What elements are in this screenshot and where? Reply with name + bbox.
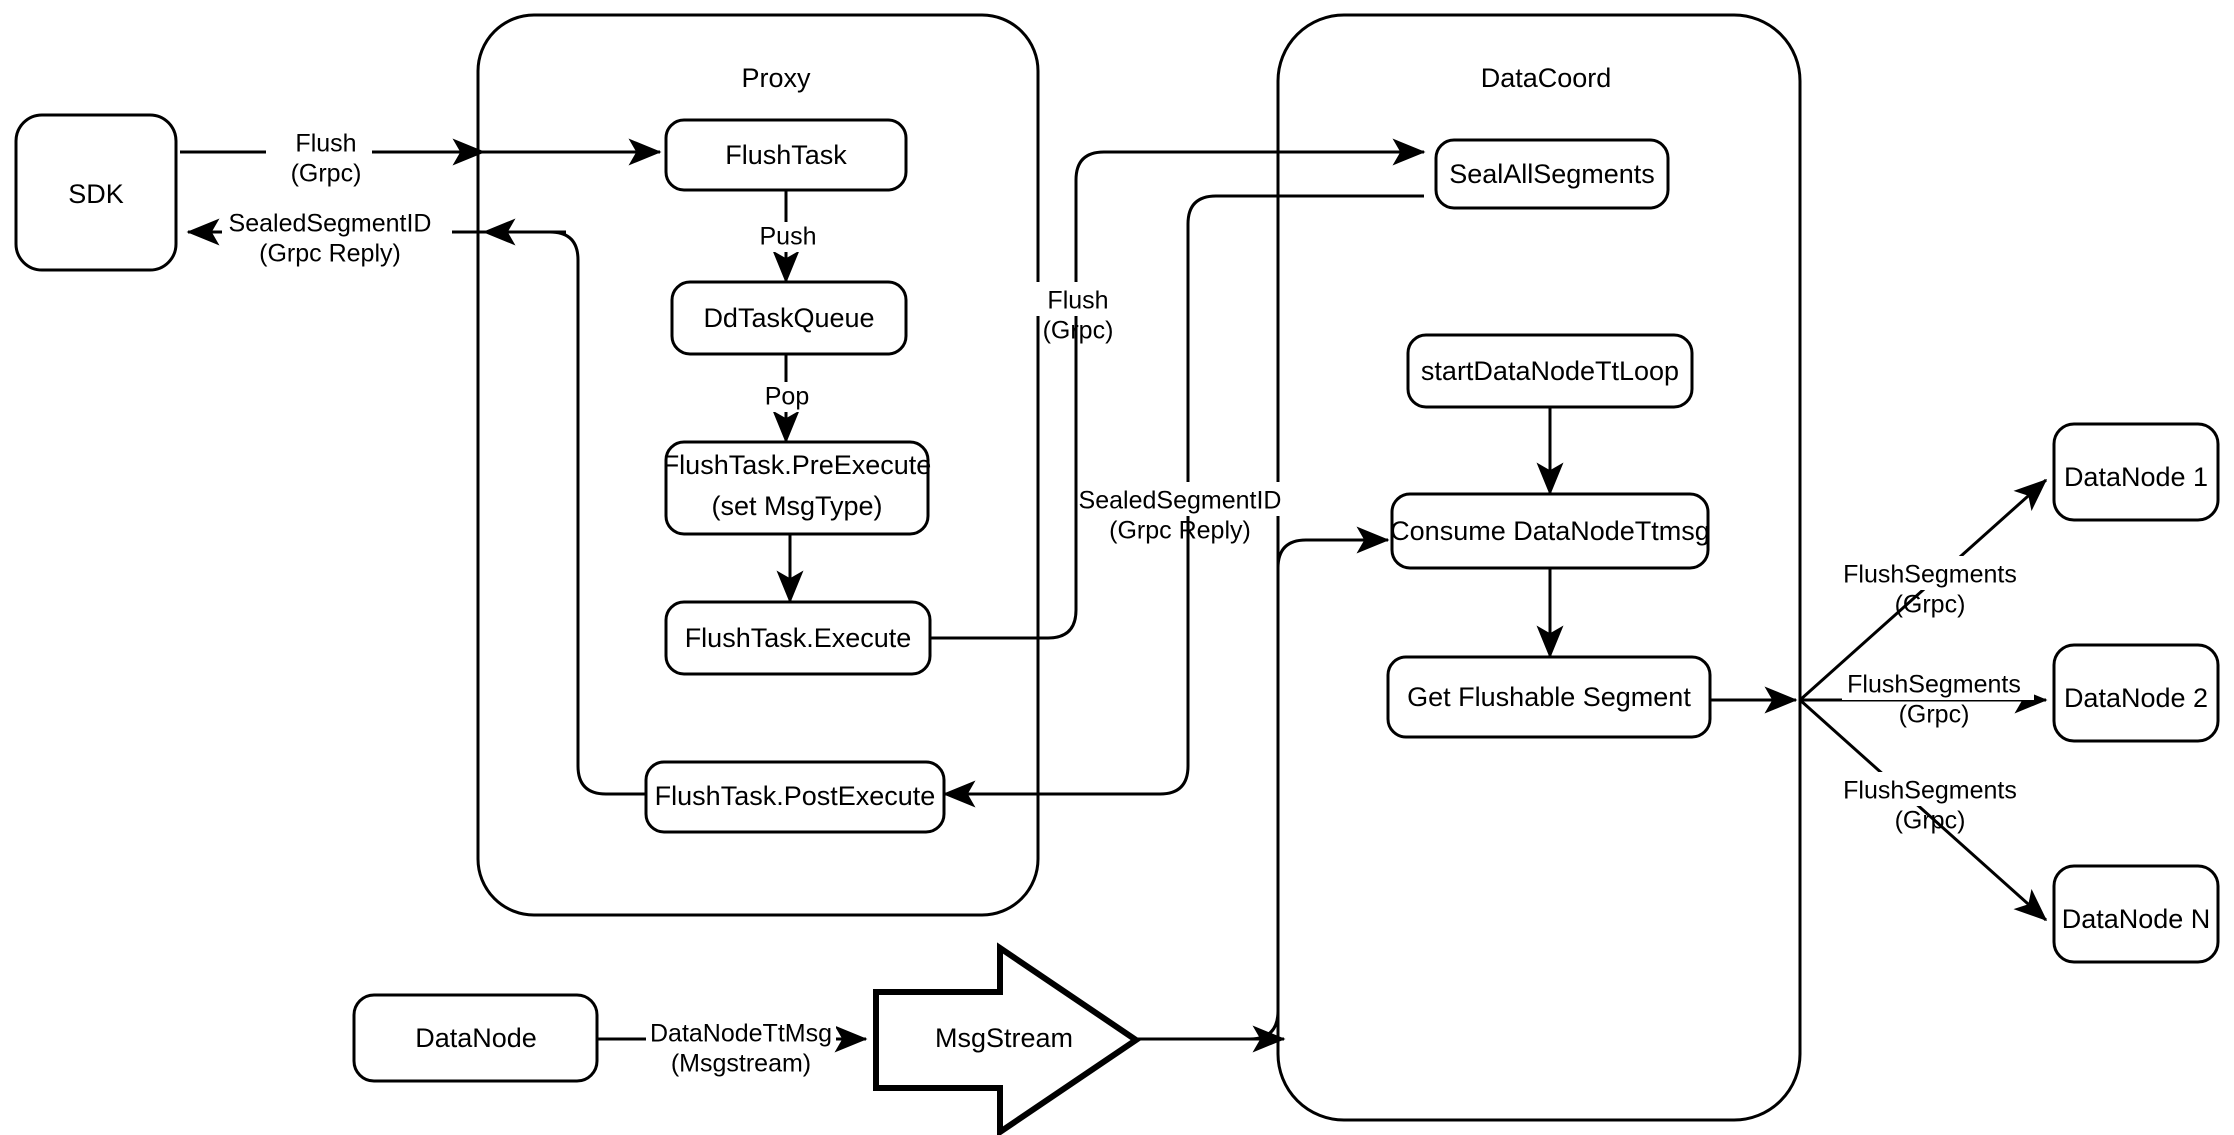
flushtask-preexecute-label-line1: FlushTask.PreExecute xyxy=(663,450,932,480)
datanodettmsg-label-line2: (Msgstream) xyxy=(671,1050,811,1078)
flushtask-postexecute-box[interactable] xyxy=(644,760,946,834)
flushsegments2-label-bg xyxy=(1842,666,2034,700)
flushtask-preexecute-box[interactable] xyxy=(664,440,930,536)
msgstream-label: MsgStream xyxy=(935,1023,1073,1053)
flushtask-preexecute-label-line2: (set MsgType) xyxy=(711,491,882,521)
edge-label-flushsegments-2: FlushSegments (Grpc) xyxy=(1842,666,2034,729)
datanode-bottom-label: DataNode xyxy=(415,1023,537,1053)
node-consume-datanode-ttmsg[interactable]: Consume DataNodeTtmsg xyxy=(1390,492,1710,570)
getflushablesegment-label: Get Flushable Segment xyxy=(1407,682,1691,712)
node-datanode-2[interactable]: DataNode 2 xyxy=(2052,643,2220,743)
sealedsegmentid-label-bg xyxy=(222,208,452,242)
node-datanode-n[interactable]: DataNode N xyxy=(2052,864,2220,964)
flush-label-line2: (Grpc) xyxy=(291,160,362,188)
node-flush-task-postexecute[interactable]: FlushTask.PostExecute xyxy=(644,760,946,834)
datanode-2-box[interactable] xyxy=(2052,643,2220,743)
edge-proxy-to-datacoord-flush xyxy=(930,138,1426,640)
edge-label-flushsegments-n: FlushSegments (Grpc) xyxy=(1838,772,2030,835)
push-label-bg xyxy=(752,222,824,252)
consume-datanodettmsg-label: Consume DataNodeTtmsg xyxy=(1390,516,1710,546)
edge-label-datanode-ttmsg: DataNodeTtMsg (Msgstream) xyxy=(646,1016,836,1078)
node-datanode-bottom[interactable]: DataNode xyxy=(352,993,599,1083)
flushsegments1-label-bg xyxy=(1838,556,2030,590)
flushtask-postexecute-label: FlushTask.PostExecute xyxy=(655,781,936,811)
edge-msgstream-to-consume xyxy=(1060,526,1390,1041)
msgstream-arrow-shape[interactable] xyxy=(873,942,1142,1135)
corridor-flush-label-line1: Flush xyxy=(1047,287,1108,315)
node-datanode-1[interactable]: DataNode 1 xyxy=(2052,422,2220,522)
flush-label-bg xyxy=(266,128,372,162)
push-label: Push xyxy=(760,223,817,251)
sdk-label: SDK xyxy=(68,179,124,209)
edge-proxy-to-sdk-reply xyxy=(186,218,646,796)
datacoord-container-label: DataCoord xyxy=(1481,63,1612,93)
sealedsegmentid-label-line2: (Grpc Reply) xyxy=(259,240,401,268)
datanode-2-label: DataNode 2 xyxy=(2064,683,2208,713)
node-msgstream[interactable]: MsgStream xyxy=(873,942,1142,1135)
container-proxy: Proxy xyxy=(476,13,1040,917)
datanodettmsg-label-line1: DataNodeTtMsg xyxy=(650,1020,832,1048)
ddtaskqueue-label: DdTaskQueue xyxy=(703,303,874,333)
sdk-box[interactable] xyxy=(14,113,178,272)
node-flush-task[interactable]: FlushTask xyxy=(664,118,908,192)
node-start-datanode-tt-loop[interactable]: startDataNodeTtLoop xyxy=(1406,333,1694,409)
datanodettmsg-label-bg xyxy=(646,1016,836,1050)
flushtask-execute-box[interactable] xyxy=(664,600,932,676)
datanode-n-label: DataNode N xyxy=(2062,904,2211,934)
flushtask-execute-label: FlushTask.Execute xyxy=(685,623,912,653)
edge-label-flushsegments-1: FlushSegments (Grpc) xyxy=(1838,556,2030,619)
flush-label-line1: Flush xyxy=(295,130,356,158)
node-flush-task-execute[interactable]: FlushTask.Execute xyxy=(664,600,932,676)
node-get-flushable-segment[interactable]: Get Flushable Segment xyxy=(1386,655,1712,739)
flushsegmentsn-label-bg xyxy=(1838,772,2030,806)
edge-label-sdk-sealedsegmentid: SealedSegmentID (Grpc Reply) xyxy=(222,208,452,268)
flushsegments2-label-line2: (Grpc) xyxy=(1899,701,1970,729)
corridor-flush-label-bg xyxy=(1026,282,1126,316)
edge-label-sdk-flush: Flush (Grpc) xyxy=(266,128,372,188)
flushsegments1-label-line2: (Grpc) xyxy=(1895,591,1966,619)
node-seal-all-segments[interactable]: SealAllSegments xyxy=(1434,138,1670,210)
startdatanodettloop-label: startDataNodeTtLoop xyxy=(1421,356,1679,386)
sealallsegments-box[interactable] xyxy=(1434,138,1670,210)
node-flush-task-preexecute[interactable]: FlushTask.PreExecute (set MsgType) xyxy=(663,440,932,536)
getflushablesegment-box[interactable] xyxy=(1386,655,1712,739)
pop-label-bg xyxy=(756,382,818,412)
edge-label-push: Push xyxy=(752,222,824,252)
corridor-sealed-label-line1: SealedSegmentID xyxy=(1079,487,1282,515)
flushsegments1-label-line1: FlushSegments xyxy=(1843,561,2017,589)
corridor-flush-label-line2: (Grpc) xyxy=(1043,317,1114,345)
flushsegments2-label-line1: FlushSegments xyxy=(1847,671,2021,699)
corridor-sealed-label-line2: (Grpc Reply) xyxy=(1109,517,1251,545)
edge-label-proxy-datacoord-flush: Flush (Grpc) xyxy=(1026,282,1126,345)
flushsegmentsn-label-line2: (Grpc) xyxy=(1895,807,1966,835)
edge-junction-to-datanode-n xyxy=(1799,698,2048,922)
ddtaskqueue-box[interactable] xyxy=(670,280,908,356)
sealallsegments-label: SealAllSegments xyxy=(1449,159,1655,189)
datanode-n-box[interactable] xyxy=(2052,864,2220,964)
pop-label: Pop xyxy=(765,383,809,411)
edge-label-pop: Pop xyxy=(756,382,818,412)
datanode-1-label: DataNode 1 xyxy=(2064,462,2208,492)
proxy-container-label: Proxy xyxy=(741,63,811,93)
flushtask-label: FlushTask xyxy=(725,140,847,170)
node-sdk[interactable]: SDK xyxy=(14,113,178,272)
proxy-container-rect xyxy=(476,13,1040,917)
datanode-1-box[interactable] xyxy=(2052,422,2220,522)
sealedsegmentid-label-line1: SealedSegmentID xyxy=(229,210,432,238)
corridor-sealed-label-bg xyxy=(1082,482,1282,516)
flushsegmentsn-label-line1: FlushSegments xyxy=(1843,777,2017,805)
node-dd-task-queue[interactable]: DdTaskQueue xyxy=(670,280,908,356)
edge-label-datacoord-proxy-sealedsegmentid: SealedSegmentID (Grpc Reply) xyxy=(1079,482,1282,545)
